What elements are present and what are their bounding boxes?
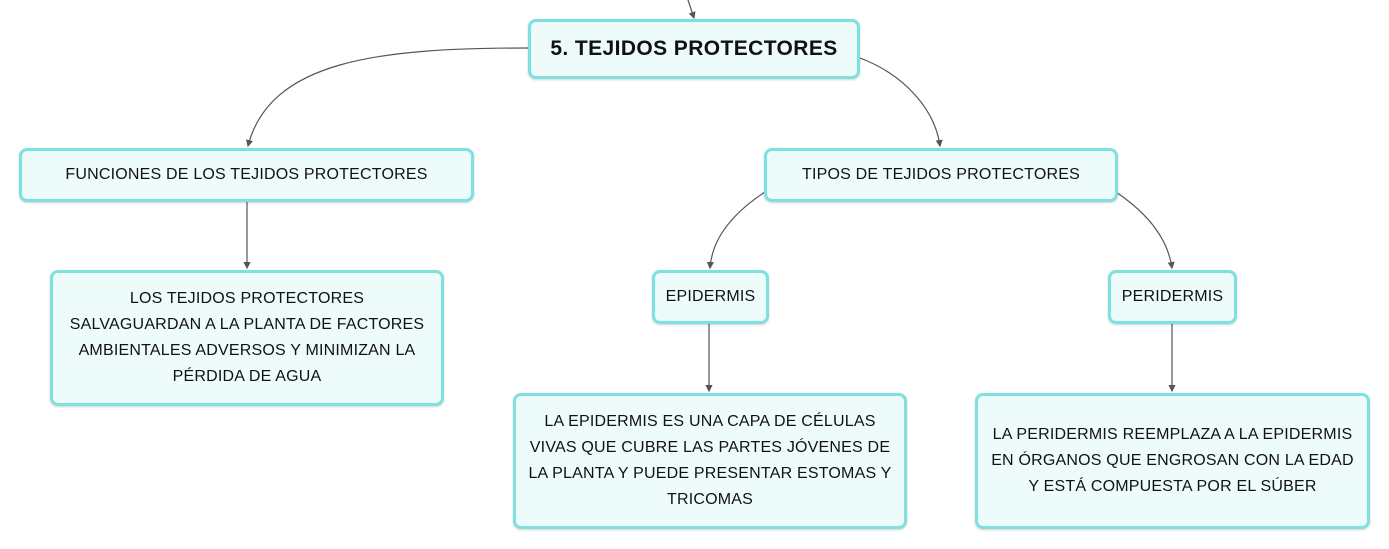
epidermis-node[interactable]: EPIDERMIS <box>652 270 769 324</box>
tipos-node[interactable]: TIPOS DE TEJIDOS PROTECTORES <box>764 148 1118 202</box>
funciones-description-node[interactable]: LOS TEJIDOS PROTECTORES SALVAGUARDAN A L… <box>50 270 444 406</box>
connector-incoming <box>687 0 696 20</box>
root-node[interactable]: 5. TEJIDOS PROTECTORES <box>528 19 860 79</box>
connector-root-tipos <box>859 57 943 148</box>
connector-root-funciones <box>246 47 529 148</box>
connector-tipos-epidermis <box>706 191 766 270</box>
epidermis-description-node[interactable]: LA EPIDERMIS ES UNA CAPA DE CÉLULAS VIVA… <box>513 393 907 529</box>
peridermis-description-node[interactable]: LA PERIDERMIS REEMPLAZA A LA EPIDERMIS E… <box>975 393 1370 529</box>
funciones-node[interactable]: FUNCIONES DE LOS TEJIDOS PROTECTORES <box>19 148 474 202</box>
connector-tipos-peridermis <box>1115 191 1175 270</box>
peridermis-node[interactable]: PERIDERMIS <box>1108 270 1237 324</box>
